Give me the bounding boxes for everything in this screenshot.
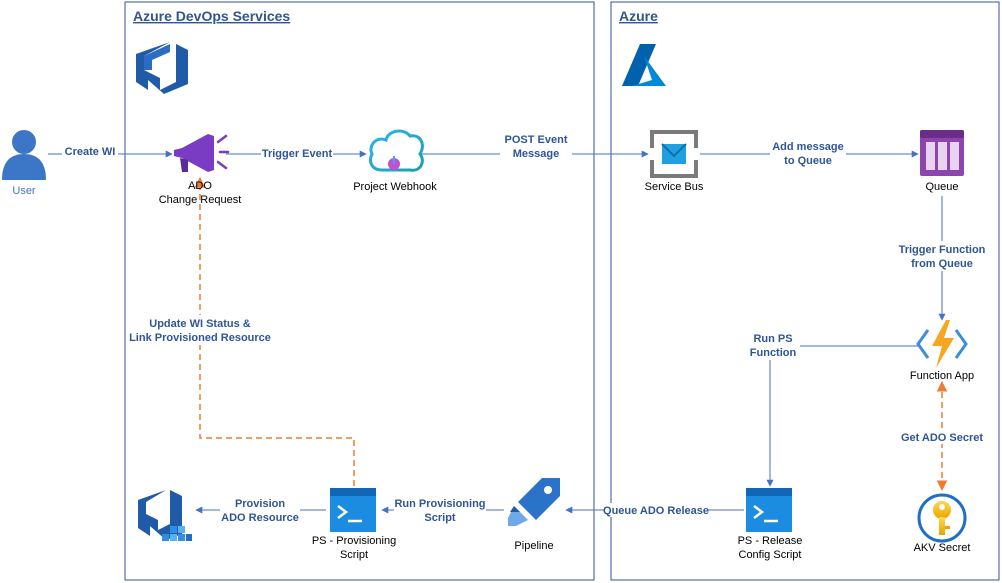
node-label: AKV Secret bbox=[914, 542, 971, 554]
edge-label-line1: Add message bbox=[772, 141, 844, 153]
azure-devops-resource-icon bbox=[138, 490, 192, 541]
edge-queue-ado-release: Queue ADO Release bbox=[565, 503, 744, 517]
node-label-line1: PS - Provisioning bbox=[312, 535, 396, 547]
service-bus-icon bbox=[650, 130, 698, 178]
service-bus-node: Service Bus bbox=[645, 130, 704, 193]
edge-label: Queue ADO Release bbox=[603, 505, 709, 517]
node-label: Queue bbox=[925, 181, 958, 193]
node-label-line1: ADO bbox=[188, 180, 212, 192]
edge-label: Trigger Event bbox=[262, 148, 333, 160]
edge-add-message: Add message to Queue bbox=[700, 138, 919, 168]
function-app-node: Function App bbox=[910, 320, 974, 382]
edge-label-line2: Message bbox=[513, 148, 559, 160]
region-title: Azure bbox=[619, 8, 658, 24]
powershell-icon bbox=[746, 488, 792, 532]
webhook-cloud-icon bbox=[368, 129, 424, 172]
node-label: Function App bbox=[910, 370, 974, 382]
edge-provision-ado-resource: Provision ADO Resource bbox=[195, 495, 326, 525]
release-script-node: PS - Release Config Script bbox=[738, 488, 803, 561]
edge-label-line2: from Queue bbox=[911, 258, 973, 270]
edge-label-line1: Trigger Function bbox=[899, 244, 986, 256]
pipeline-icon bbox=[508, 478, 560, 526]
azure-logo-icon bbox=[622, 44, 666, 86]
edge-label-line1: Run Provisioning bbox=[394, 498, 485, 510]
edge-label-line2: to Queue bbox=[784, 155, 832, 167]
node-label-line1: PS - Release bbox=[738, 535, 803, 547]
edge-label-line2: Script bbox=[424, 512, 456, 524]
akv-secret-node: AKV Secret bbox=[914, 493, 971, 554]
queue-node: Queue bbox=[920, 130, 964, 193]
queue-icon bbox=[920, 130, 964, 176]
powershell-icon bbox=[330, 488, 376, 532]
azure-devops-logo-icon bbox=[136, 42, 188, 94]
region-border bbox=[610, 1, 1000, 581]
user-node: User bbox=[2, 130, 46, 197]
region-azure: Azure bbox=[610, 1, 1000, 581]
edge-run-ps-function: Run PS Function bbox=[746, 330, 918, 487]
node-label: User bbox=[12, 185, 36, 197]
function-app-icon bbox=[916, 320, 968, 368]
ado-resource-node bbox=[138, 490, 192, 541]
edge-update-wi-status: Update WI Status & Link Provisioned Reso… bbox=[129, 176, 355, 486]
edge-label-line1: POST Event bbox=[505, 134, 568, 146]
node-label: Project Webhook bbox=[353, 181, 437, 193]
node-label: Pipeline bbox=[514, 540, 553, 552]
edge-get-ado-secret: Get ADO Secret bbox=[900, 380, 984, 492]
pipeline-node: Pipeline bbox=[508, 478, 560, 552]
edge-create-wi: Create WI bbox=[48, 144, 173, 158]
edge-label-line1: Provision bbox=[235, 498, 285, 510]
edge-label: Get ADO Secret bbox=[901, 432, 983, 444]
edge-run-provisioning-script: Run Provisioning Script bbox=[381, 495, 504, 525]
edge-label-line2: Function bbox=[750, 347, 797, 359]
edge-trigger-event: Trigger Event bbox=[226, 146, 367, 160]
edge-post-event: POST Event Message bbox=[420, 131, 649, 161]
node-label-line2: Change Request bbox=[159, 194, 242, 206]
key-vault-icon bbox=[917, 493, 967, 543]
user-icon bbox=[2, 130, 46, 180]
edge-label-line2: ADO Resource bbox=[221, 512, 299, 524]
edge-label: Create WI bbox=[65, 146, 116, 158]
node-label-line2: Config Script bbox=[739, 549, 802, 561]
region-title: Azure DevOps Services bbox=[133, 8, 290, 24]
edge-label-line2: Link Provisioned Resource bbox=[129, 332, 271, 344]
provisioning-script-node: PS - Provisioning Script bbox=[312, 488, 396, 561]
node-label-line2: Script bbox=[340, 549, 368, 561]
region-border bbox=[124, 1, 595, 581]
node-label: Service Bus bbox=[645, 181, 704, 193]
region-azure-devops: Azure DevOps Services bbox=[124, 1, 595, 581]
edge-trigger-function: Trigger Function from Queue bbox=[898, 196, 986, 321]
change-request-node: ADO Change Request bbox=[159, 134, 242, 206]
megaphone-icon bbox=[174, 134, 230, 172]
webhook-node: Project Webhook bbox=[353, 129, 437, 193]
edge-label-line1: Run PS bbox=[753, 333, 792, 345]
edge-label-line1: Update WI Status & bbox=[149, 318, 251, 330]
